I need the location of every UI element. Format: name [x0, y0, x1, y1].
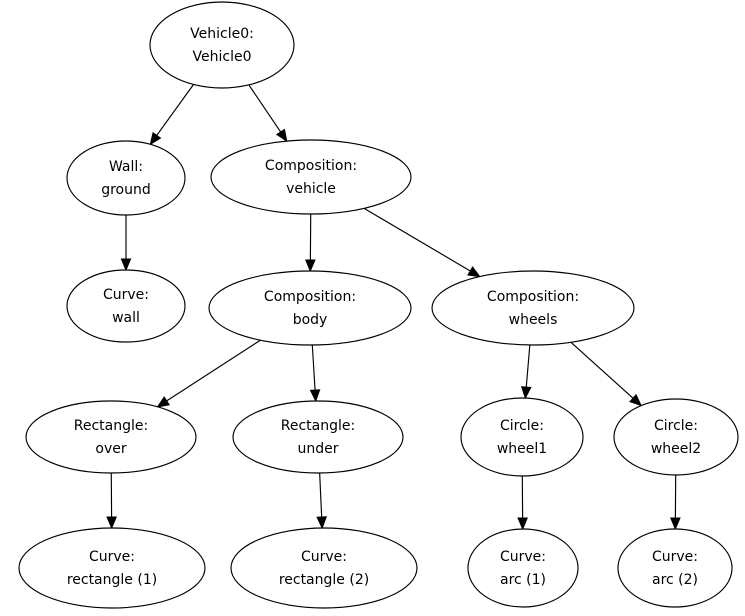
arrowhead-icon	[106, 516, 117, 530]
node-label-name-curve_rectangle_2: rectangle (2)	[279, 572, 369, 588]
node-shape-curve_rectangle_2	[230, 527, 418, 609]
arrowhead-icon	[309, 389, 321, 403]
node-circle_wheel2[interactable]: Circle: wheel2	[613, 398, 739, 476]
node-label-type-composition_body: Composition:	[264, 289, 356, 305]
arrowhead-icon	[275, 128, 288, 143]
node-curve_arc_2[interactable]: Curve: arc (2)	[617, 528, 733, 608]
node-curve_rectangle_1[interactable]: Curve: rectangle (1)	[18, 527, 206, 609]
node-shape-rectangle_under	[232, 400, 404, 474]
node-label-name-composition_wheels: wheels	[509, 312, 558, 328]
node-composition_vehicle[interactable]: Composition: vehicle	[210, 139, 412, 215]
nodes-layer: Vehicle0:Vehicle0Wall:groundComposition:…	[18, 1, 739, 609]
node-label-name-wall_ground: ground	[101, 182, 151, 198]
node-shape-composition_vehicle	[210, 139, 412, 215]
node-label-type-curve_arc_1: Curve:	[500, 549, 546, 565]
node-label-type-wall_ground: Wall:	[109, 159, 143, 175]
edge-composition_body-to-rectangle_over	[166, 339, 261, 402]
node-label-name-circle_wheel1: wheel1	[497, 441, 547, 457]
node-label-type-curve_wall: Curve:	[103, 287, 149, 303]
node-label-type-circle_wheel1: Circle:	[500, 418, 544, 434]
edges-layer	[106, 84, 681, 531]
edge-composition_wheels-to-circle_wheel1	[525, 344, 531, 388]
node-label-name-composition_body: body	[293, 312, 328, 328]
node-composition_body[interactable]: Composition: body	[208, 270, 412, 346]
node-label-type-composition_wheels: Composition:	[487, 289, 579, 305]
arrowhead-icon	[120, 258, 132, 272]
node-shape-composition_wheels	[431, 270, 635, 346]
node-circle_wheel1[interactable]: Circle: wheel1	[460, 397, 584, 477]
edge-composition_wheels-to-circle_wheel2	[570, 341, 634, 399]
edge-composition_vehicle-to-composition_wheels	[363, 207, 471, 272]
node-label-type-circle_wheel2: Circle:	[654, 418, 698, 434]
edge-vehicle0-to-composition_vehicle	[248, 84, 282, 133]
node-shape-vehicle0	[149, 1, 295, 89]
node-label-type-curve_rectangle_1: Curve:	[89, 549, 135, 565]
arrowhead-icon	[156, 396, 171, 408]
node-shape-circle_wheel2	[613, 398, 739, 476]
node-label-name-curve_rectangle_1: rectangle (1)	[67, 572, 157, 588]
node-label-name-rectangle_under: under	[297, 441, 338, 457]
node-curve_rectangle_2[interactable]: Curve: rectangle (2)	[230, 527, 418, 609]
node-label-name-curve_wall: wall	[112, 310, 140, 326]
node-curve_wall[interactable]: Curve: wall	[66, 269, 186, 343]
node-shape-composition_body	[208, 270, 412, 346]
node-shape-circle_wheel1	[460, 397, 584, 477]
arrowhead-icon	[629, 393, 643, 407]
node-rectangle_under[interactable]: Rectangle: under	[232, 400, 404, 474]
node-label-name-rectangle_over: over	[95, 441, 126, 457]
edge-rectangle_under-to-curve_rectangle_2	[319, 472, 323, 518]
node-shape-curve_wall	[66, 269, 186, 343]
arrowhead-icon	[305, 259, 316, 273]
node-shape-curve_arc_1	[467, 528, 579, 608]
node-shape-curve_rectangle_1	[18, 527, 206, 609]
node-shape-wall_ground	[66, 140, 186, 216]
arrowhead-icon	[517, 517, 528, 531]
node-label-name-circle_wheel2: wheel2	[651, 441, 701, 457]
arrowhead-icon	[520, 386, 532, 400]
arrowhead-icon	[149, 131, 162, 146]
node-vehicle0[interactable]: Vehicle0: Vehicle0	[149, 1, 295, 89]
node-label-type-curve_arc_2: Curve:	[652, 549, 698, 565]
node-shape-rectangle_over	[25, 400, 197, 474]
arrowhead-icon	[670, 517, 681, 531]
node-shape-curve_arc_2	[617, 528, 733, 608]
node-wall_ground[interactable]: Wall: ground	[66, 140, 186, 216]
edge-composition_body-to-rectangle_under	[311, 344, 316, 391]
node-label-type-curve_rectangle_2: Curve:	[301, 549, 347, 565]
arrowhead-icon	[316, 516, 327, 530]
node-label-type-vehicle0: Vehicle0:	[190, 26, 254, 42]
node-label-name-curve_arc_1: arc (1)	[500, 572, 546, 588]
node-label-type-rectangle_under: Rectangle:	[281, 418, 355, 434]
node-composition_wheels[interactable]: Composition: wheels	[431, 270, 635, 346]
arrowhead-icon	[467, 266, 481, 278]
node-label-type-composition_vehicle: Composition:	[265, 158, 357, 174]
node-label-type-rectangle_over: Rectangle:	[74, 418, 148, 434]
node-label-name-vehicle0: Vehicle0	[193, 49, 252, 65]
edge-vehicle0-to-wall_ground	[156, 84, 194, 136]
node-rectangle_over[interactable]: Rectangle: over	[25, 400, 197, 474]
node-curve_arc_1[interactable]: Curve: arc (1)	[467, 528, 579, 608]
node-label-name-composition_vehicle: vehicle	[286, 181, 336, 197]
node-label-name-curve_arc_2: arc (2)	[652, 572, 698, 588]
